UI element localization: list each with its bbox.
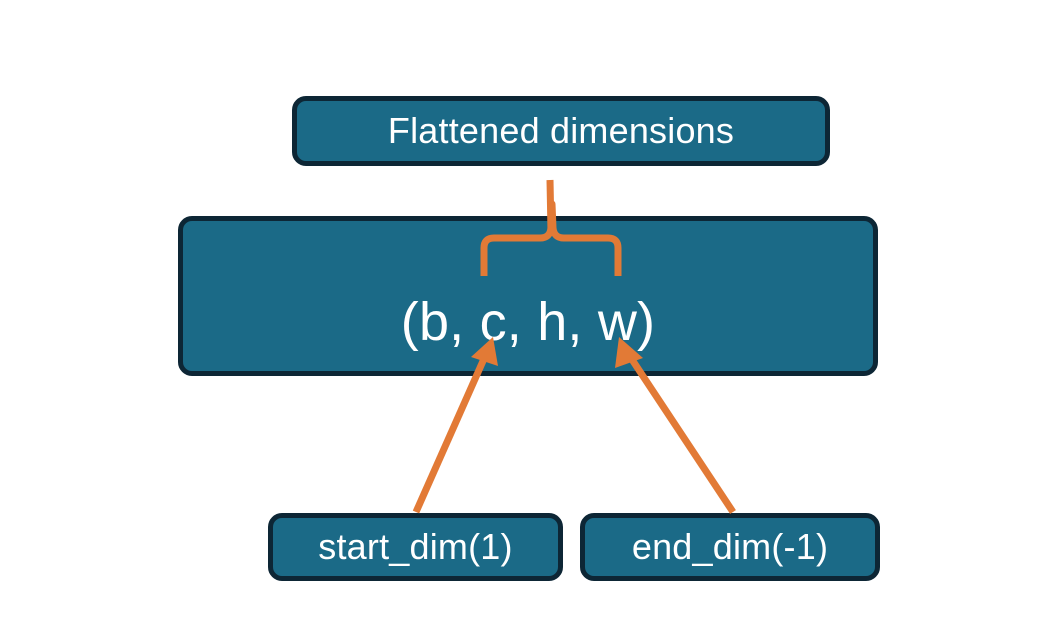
end-dim-arrow-line xyxy=(624,350,736,514)
start-dim-node[interactable]: start_dim(1) xyxy=(268,513,563,581)
start-dim-label: start_dim(1) xyxy=(318,526,513,567)
flattened-dimensions-node[interactable]: Flattened dimensions xyxy=(292,96,830,166)
tensor-shape-node[interactable]: (b, c, h, w) xyxy=(178,216,878,376)
end-dim-label: end_dim(-1) xyxy=(631,526,829,567)
tensor-shape-label: (b, c, h, w) xyxy=(400,292,656,352)
end-dim-node[interactable]: end_dim(-1) xyxy=(580,513,880,581)
flattened-dimensions-label: Flattened dimensions xyxy=(387,110,735,151)
start-dim-arrow-line xyxy=(412,350,491,514)
